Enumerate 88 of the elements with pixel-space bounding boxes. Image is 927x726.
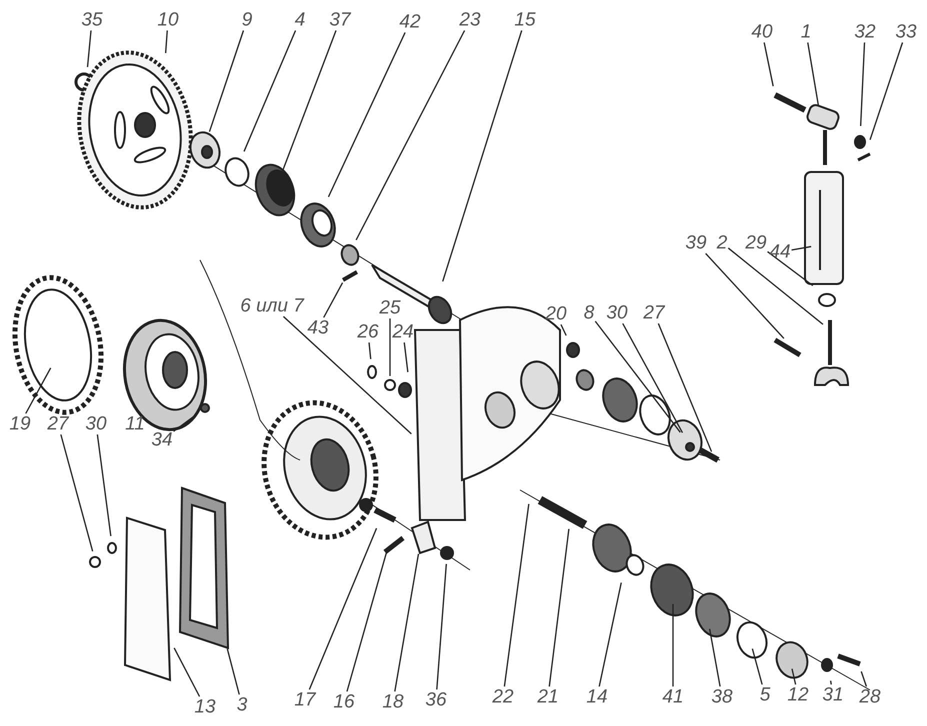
callout-number: 29 bbox=[744, 232, 768, 254]
leader-line bbox=[404, 342, 408, 372]
leader-line bbox=[504, 504, 530, 687]
callout-number: 13 bbox=[193, 696, 217, 718]
leader-line bbox=[560, 324, 567, 336]
callout-number: 35 bbox=[80, 10, 104, 30]
leader-line bbox=[96, 434, 112, 536]
callout-number: 25 bbox=[378, 298, 402, 318]
leader-line bbox=[25, 368, 52, 414]
callout-number: 41 bbox=[661, 686, 685, 708]
callout-number: 6 или 7 bbox=[239, 296, 305, 316]
callout-number: 30 bbox=[84, 414, 108, 434]
leader-line bbox=[860, 671, 868, 687]
leader-line bbox=[548, 528, 570, 687]
leader-line bbox=[436, 564, 447, 690]
leader-line bbox=[791, 668, 796, 685]
callout-number: 30 bbox=[605, 302, 629, 324]
callout-number: 24 bbox=[391, 322, 415, 342]
leader-line bbox=[356, 30, 466, 240]
leader-line bbox=[594, 320, 681, 433]
callout-number: 14 bbox=[585, 686, 609, 708]
leader-line bbox=[60, 434, 94, 552]
callout-number: 39 bbox=[684, 232, 708, 254]
leader-line bbox=[860, 42, 866, 126]
callout-number: 42 bbox=[398, 12, 422, 32]
callout-number: 38 bbox=[710, 686, 734, 708]
leader-line bbox=[394, 554, 420, 692]
callout-number: 33 bbox=[894, 22, 918, 42]
callout-number: 4 bbox=[294, 10, 306, 30]
callout-number: 22 bbox=[491, 686, 515, 708]
leader-line bbox=[226, 648, 240, 695]
leader-line bbox=[658, 323, 712, 452]
leader-line bbox=[243, 30, 296, 152]
leader-line bbox=[368, 342, 372, 360]
leader-line bbox=[791, 246, 812, 251]
callout-number: 27 bbox=[642, 302, 666, 324]
leader-line bbox=[328, 32, 406, 198]
leader-line bbox=[830, 680, 832, 685]
leader-line bbox=[173, 416, 194, 432]
callout-number: 34 bbox=[150, 430, 174, 450]
leader-line bbox=[389, 318, 391, 376]
callout-number: 37 bbox=[328, 10, 352, 30]
callout-number: 12 bbox=[786, 684, 810, 706]
callout-number: 8 bbox=[582, 302, 596, 324]
leader-line bbox=[282, 30, 337, 170]
leader-line bbox=[323, 282, 344, 318]
leader-line bbox=[86, 30, 92, 68]
callout-number: 44 bbox=[768, 242, 792, 262]
leader-line bbox=[764, 42, 774, 86]
callout-number: 10 bbox=[156, 10, 180, 30]
callout-number: 20 bbox=[544, 304, 568, 324]
leader-line bbox=[208, 30, 244, 132]
callout-number: 5 bbox=[758, 684, 772, 706]
callout-number: 28 bbox=[858, 686, 882, 708]
callout-number: 36 bbox=[424, 690, 448, 710]
callout-number: 43 bbox=[306, 318, 330, 338]
callout-number: 21 bbox=[536, 686, 560, 708]
leader-line bbox=[672, 604, 674, 686]
callout-number: 23 bbox=[458, 10, 482, 30]
leader-line bbox=[705, 253, 784, 339]
leader-line bbox=[752, 648, 763, 685]
leader-line bbox=[767, 251, 814, 286]
leader-line bbox=[442, 30, 522, 282]
callout-number: 1 bbox=[800, 22, 812, 42]
callout-number: 31 bbox=[821, 684, 845, 706]
callout-number: 9 bbox=[240, 10, 254, 30]
callout-number: 11 bbox=[124, 414, 146, 434]
callout-number: 17 bbox=[293, 690, 317, 710]
leader-line bbox=[598, 582, 622, 687]
callout-number: 18 bbox=[381, 692, 405, 712]
leader-line bbox=[807, 42, 820, 106]
callout-number: 2 bbox=[716, 232, 728, 254]
callout-number: 19 bbox=[8, 414, 32, 434]
leader-line bbox=[622, 323, 684, 433]
callout-number: 15 bbox=[513, 10, 537, 30]
callout-number: 3 bbox=[236, 694, 248, 716]
callout-number: 16 bbox=[332, 692, 356, 712]
callout-number: 27 bbox=[46, 414, 70, 434]
leader-line bbox=[308, 528, 378, 690]
leader-line bbox=[728, 248, 824, 325]
leader-line bbox=[283, 316, 412, 434]
callout-number: 32 bbox=[853, 22, 877, 42]
leader-line bbox=[174, 648, 200, 697]
leader-line bbox=[869, 42, 904, 140]
callout-number: 40 bbox=[750, 22, 774, 42]
leader-line bbox=[165, 30, 168, 54]
callout-number: 26 bbox=[356, 322, 380, 342]
leader-line bbox=[708, 628, 721, 687]
